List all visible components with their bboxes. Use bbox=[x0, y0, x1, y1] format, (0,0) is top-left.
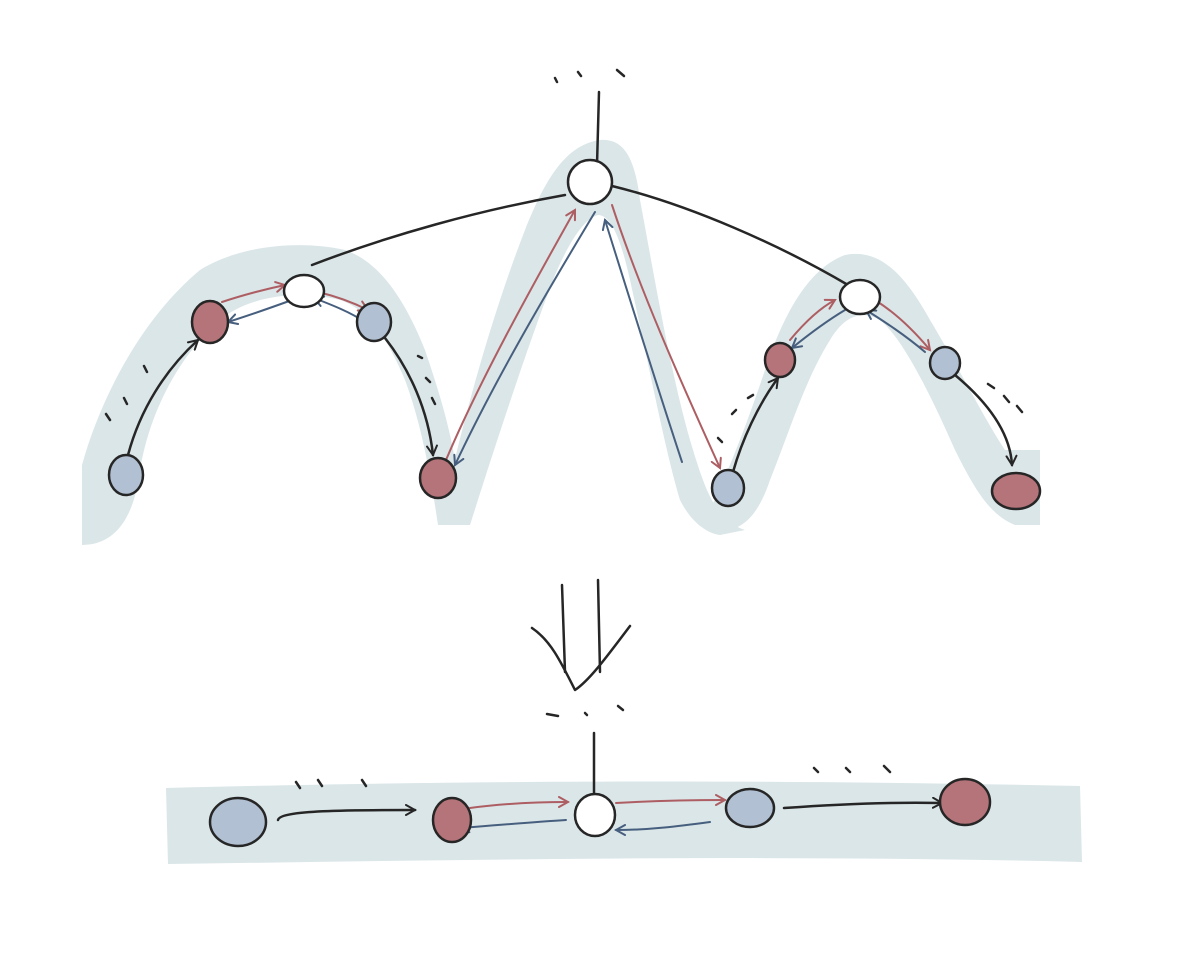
top-nodes bbox=[107, 158, 1042, 511]
transition-arrow-head bbox=[530, 624, 632, 692]
left-blue-node bbox=[355, 301, 393, 343]
center-blue-to-root-blue-arrow bbox=[605, 220, 683, 463]
root-ellipsis-mark bbox=[553, 68, 626, 84]
right-mid-to-right-blue-blue-arrow bbox=[866, 310, 926, 353]
left-mid-to-left-red-blue-arrow bbox=[228, 299, 293, 322]
left-far-ellipsis-mark bbox=[104, 364, 149, 422]
right-red-from-center-blue-edge bbox=[731, 378, 780, 474]
root-to-left-mid-edge bbox=[310, 193, 567, 267]
chain-blue-start-to-red-edge bbox=[276, 810, 415, 822]
chain-white-to-blue-red-arrow bbox=[615, 800, 725, 803]
bottom-chain bbox=[166, 731, 1082, 864]
left-red-node bbox=[190, 299, 230, 345]
right-far-red-node bbox=[990, 471, 1042, 511]
chain-ellipsis-mark bbox=[545, 704, 625, 718]
top-highlight-band bbox=[82, 139, 1040, 545]
transition-down-arrow bbox=[530, 578, 632, 718]
chain-red-end-node bbox=[938, 777, 992, 827]
chain-left-ellipsis-mark bbox=[294, 778, 368, 790]
center-red-to-root-red-arrow bbox=[445, 210, 575, 461]
chain-blue-to-white-blue-arrow bbox=[616, 821, 711, 830]
right-mid-node bbox=[838, 278, 882, 316]
center-peak-band bbox=[440, 139, 745, 535]
right-arch-band bbox=[705, 253, 1040, 531]
chain-ellipsis-marks bbox=[294, 764, 892, 790]
chain-blue-node bbox=[724, 787, 776, 829]
root-to-center-blue-red-arrow bbox=[611, 204, 720, 468]
right-red-node bbox=[763, 341, 797, 379]
root-to-right-mid-edge bbox=[610, 184, 850, 287]
chain-white-to-red-blue-arrow bbox=[460, 819, 567, 828]
chain-blue-start-node bbox=[208, 796, 268, 848]
chain-red-to-white-red-arrow bbox=[469, 802, 568, 809]
left-blue-ellipsis-mark bbox=[416, 354, 437, 406]
center-red-node bbox=[418, 456, 458, 500]
chain-white-node bbox=[573, 792, 617, 838]
right-mid-to-right-red-red-arrow bbox=[789, 300, 835, 341]
root-to-center-red-blue-arrow bbox=[455, 211, 596, 465]
transition-arrow-shaft-right bbox=[596, 578, 602, 674]
center-blue-node bbox=[710, 468, 746, 508]
chain-right-ellipsis-mark bbox=[812, 764, 892, 774]
right-mid-to-right-blue-red-arrow bbox=[877, 301, 930, 350]
left-mid-node bbox=[282, 273, 326, 309]
left-arch-band bbox=[82, 245, 460, 545]
right-blue-ellipsis-mark bbox=[986, 382, 1024, 414]
right-blue-to-far-red-edge bbox=[953, 373, 1012, 465]
right-mid-to-right-red-blue-arrow bbox=[792, 309, 846, 348]
center-blue-ellipsis-mark bbox=[716, 393, 755, 444]
bottom-highlight-band bbox=[166, 781, 1082, 864]
transition-arrow-shaft-left bbox=[560, 583, 567, 674]
left-blue-to-center-red-edge bbox=[383, 336, 433, 455]
chain-red-node bbox=[431, 796, 473, 844]
left-mid-to-left-red-red-arrow bbox=[221, 285, 285, 303]
top-ellipsis-marks bbox=[104, 68, 1024, 444]
chain-blue-to-red-end-edge bbox=[782, 803, 942, 810]
root-node bbox=[566, 158, 614, 206]
left-far-blue-node bbox=[107, 453, 145, 497]
root-up-edge bbox=[595, 90, 601, 167]
right-blue-node bbox=[928, 345, 962, 381]
left-far-to-left-red-edge bbox=[126, 340, 198, 457]
top-edges bbox=[126, 90, 1012, 474]
